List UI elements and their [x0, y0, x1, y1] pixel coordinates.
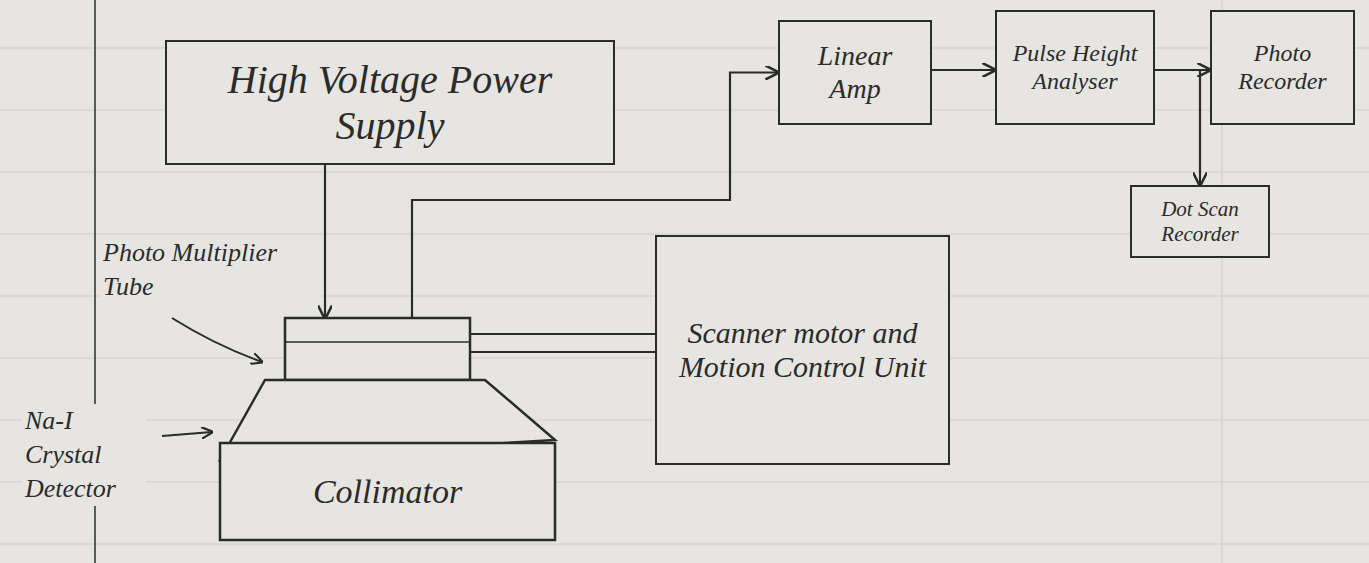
- signal-connector: [470, 334, 655, 352]
- recorder-box: Photo Recorder: [1210, 10, 1355, 125]
- node-text: Photo Recorder: [1222, 40, 1343, 95]
- node-text: Linear Amp: [790, 40, 920, 104]
- recorder-box: Dot Scan Recorder: [1130, 185, 1270, 258]
- node-text: High Voltage Power Supply: [177, 57, 603, 149]
- analyser-box: Pulse Height Analyser: [995, 10, 1155, 125]
- node-text: Dot Scan Recorder: [1142, 197, 1258, 245]
- leader-arrow: [162, 432, 212, 436]
- detector-collimator: Collimator: [220, 318, 555, 540]
- leader-arrow: [172, 318, 262, 362]
- part-label: Na-I Crystal Detector: [22, 404, 146, 506]
- amplifier-box: Linear Amp: [778, 20, 932, 125]
- part-label: Photo Multiplier Tube: [100, 236, 321, 304]
- node-text: Scanner motor and Motion Control Unit: [667, 316, 938, 385]
- collimator-body: [220, 443, 555, 540]
- tube-band: [285, 341, 470, 343]
- signal-connector: [932, 69, 995, 71]
- node-text: Pulse Height Analyser: [1007, 40, 1143, 95]
- photomultiplier-tube: [285, 318, 470, 380]
- signal-connector: [324, 165, 326, 318]
- node-text: Collimator: [220, 448, 555, 535]
- power-supply-box: High Voltage Power Supply: [165, 40, 615, 165]
- signal-connector: [1155, 70, 1200, 185]
- control-unit-box: Scanner motor and Motion Control Unit: [655, 235, 950, 465]
